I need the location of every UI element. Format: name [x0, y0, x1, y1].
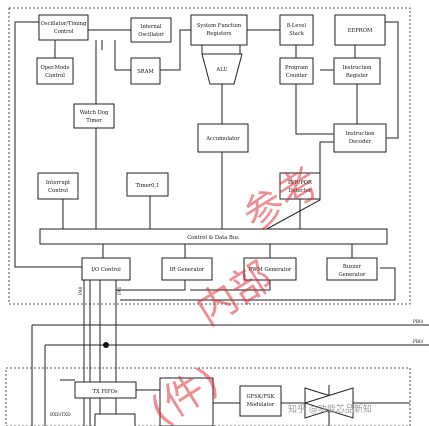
- power-amplifier: [303, 387, 355, 419]
- block-tx-fifo: TX FIFOs: [74, 381, 137, 399]
- svg-text:LVR/POR: LVR/POR: [288, 180, 313, 186]
- block-internal-osc: Internal Oscillator: [130, 17, 172, 43]
- block-oper-mode: Oper.Mode Control: [36, 57, 74, 85]
- svg-text:SRAM: SRAM: [137, 69, 154, 75]
- rx-label: RXD/TXD: [50, 413, 71, 418]
- svg-text:Modulator: Modulator: [247, 402, 275, 408]
- svg-text:Detector: Detector: [289, 188, 312, 194]
- block-interrupt: Interrupt Control: [37, 172, 79, 200]
- pin-label-left: PA0: [79, 286, 84, 295]
- svg-text:I/O Control: I/O Control: [91, 267, 121, 273]
- svg-text:GFSK/FSK: GFSK/FSK: [247, 394, 275, 400]
- block-io-control: I/O Control: [81, 257, 131, 281]
- svg-text:Program: Program: [285, 65, 308, 71]
- svg-text:Control: Control: [48, 188, 68, 194]
- svg-text:Internal: Internal: [140, 24, 161, 30]
- svg-text:System Function: System Function: [197, 23, 242, 29]
- connection-lines: [14, 21, 429, 426]
- svg-text:TX FIFOs: TX FIFOs: [93, 389, 118, 395]
- svg-text:参考: 参考: [236, 159, 328, 240]
- svg-text:Buzzer: Buzzer: [343, 264, 362, 270]
- block-buzzer-gen: Buzzer Generator: [326, 257, 378, 281]
- svg-text:Control & Data Bus: Control & Data Bus: [187, 235, 239, 241]
- mcu-region-border: [8, 7, 411, 305]
- block-pwm-gen: PWM Generator: [243, 257, 297, 281]
- svg-text:Control: Control: [45, 73, 65, 79]
- control-data-bus: Control & Data Bus: [39, 228, 388, 245]
- credit-text: 知乎 @功能芯品新知: [288, 403, 372, 415]
- block-instr-reg: Instruction Register: [333, 57, 381, 85]
- svg-text:Instruction: Instruction: [345, 131, 375, 137]
- block-level-stack: 8-Level Stack: [279, 14, 314, 46]
- svg-text:PWM Generator: PWM Generator: [249, 267, 292, 273]
- svg-text:Oper.Mode: Oper.Mode: [40, 65, 69, 71]
- block-lvr-por: LVR/POR Detector: [279, 172, 321, 200]
- rf-region-border: [5, 367, 411, 426]
- block-watchdog: Watch Dog Timer: [73, 103, 115, 129]
- svg-text:Decoder: Decoder: [349, 139, 372, 145]
- block-gfsk: GFSK/FSK Modulator: [239, 385, 282, 417]
- svg-text:Stack: Stack: [289, 31, 305, 37]
- svg-text:8-Level: 8-Level: [287, 23, 307, 29]
- svg-text:Counter: Counter: [286, 73, 308, 79]
- svg-text:EEPROM: EEPROM: [348, 28, 373, 34]
- block-sys-func-regs: System Function Registers: [190, 14, 248, 46]
- block-mux: [159, 377, 214, 426]
- block-prog-counter: Program Counter: [279, 57, 314, 85]
- svg-text:Watch Dog: Watch Dog: [80, 110, 109, 116]
- block-osc-timing: Oscillator/Timing Control: [38, 14, 89, 41]
- block-sram: SRAM: [130, 57, 161, 85]
- block-accumulator: Accumulator: [197, 123, 249, 153]
- block-instr-decoder: Instruction Decoder: [333, 123, 387, 153]
- svg-text:Instruction: Instruction: [342, 65, 372, 71]
- svg-text:Generator: Generator: [339, 272, 366, 278]
- junction-dot: [103, 342, 109, 348]
- svg-text:ALU: ALU: [215, 67, 228, 73]
- pin-label-right: PA1: [118, 286, 123, 295]
- svg-text:Control: Control: [54, 29, 74, 35]
- block-alu: ALU: [201, 53, 243, 85]
- svg-text:IR Generator: IR Generator: [170, 267, 205, 273]
- block-rx-partial: [94, 413, 136, 426]
- svg-text:Interrupt: Interrupt: [46, 180, 71, 186]
- block-timer: Timer0,1: [126, 172, 169, 197]
- block-eeprom: EEPROM: [334, 14, 386, 46]
- edge-label-bottom: PB0/: [413, 340, 424, 345]
- svg-text:Registers: Registers: [207, 31, 232, 37]
- svg-text:Oscillator: Oscillator: [138, 32, 164, 38]
- svg-text:Timer0,1: Timer0,1: [136, 183, 160, 189]
- edge-label-top: PB0/: [413, 320, 424, 325]
- block-ir-gen: IR Generator: [161, 257, 213, 281]
- svg-text:Register: Register: [346, 73, 369, 79]
- svg-text:Oscillator/Timing: Oscillator/Timing: [41, 21, 87, 27]
- svg-text:Accumulator: Accumulator: [205, 136, 240, 142]
- svg-text:Timer: Timer: [86, 118, 102, 124]
